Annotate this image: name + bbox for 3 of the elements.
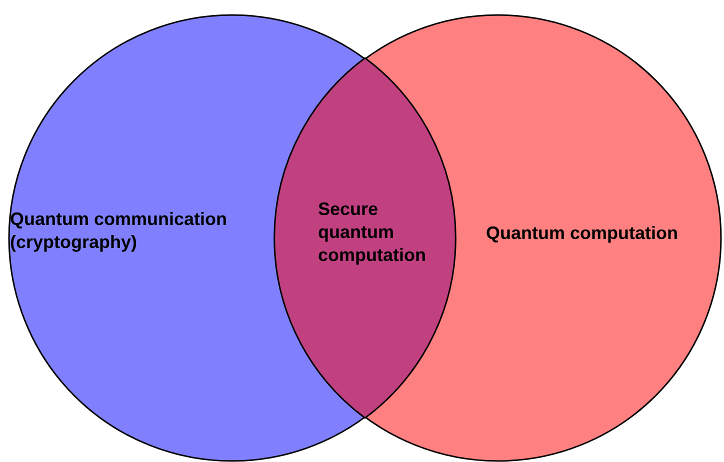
region-label: Secure quantum computation bbox=[318, 198, 427, 267]
region-label: Quantum communication (cryptography) bbox=[10, 208, 228, 254]
region-label: Quantum computation bbox=[486, 222, 679, 245]
